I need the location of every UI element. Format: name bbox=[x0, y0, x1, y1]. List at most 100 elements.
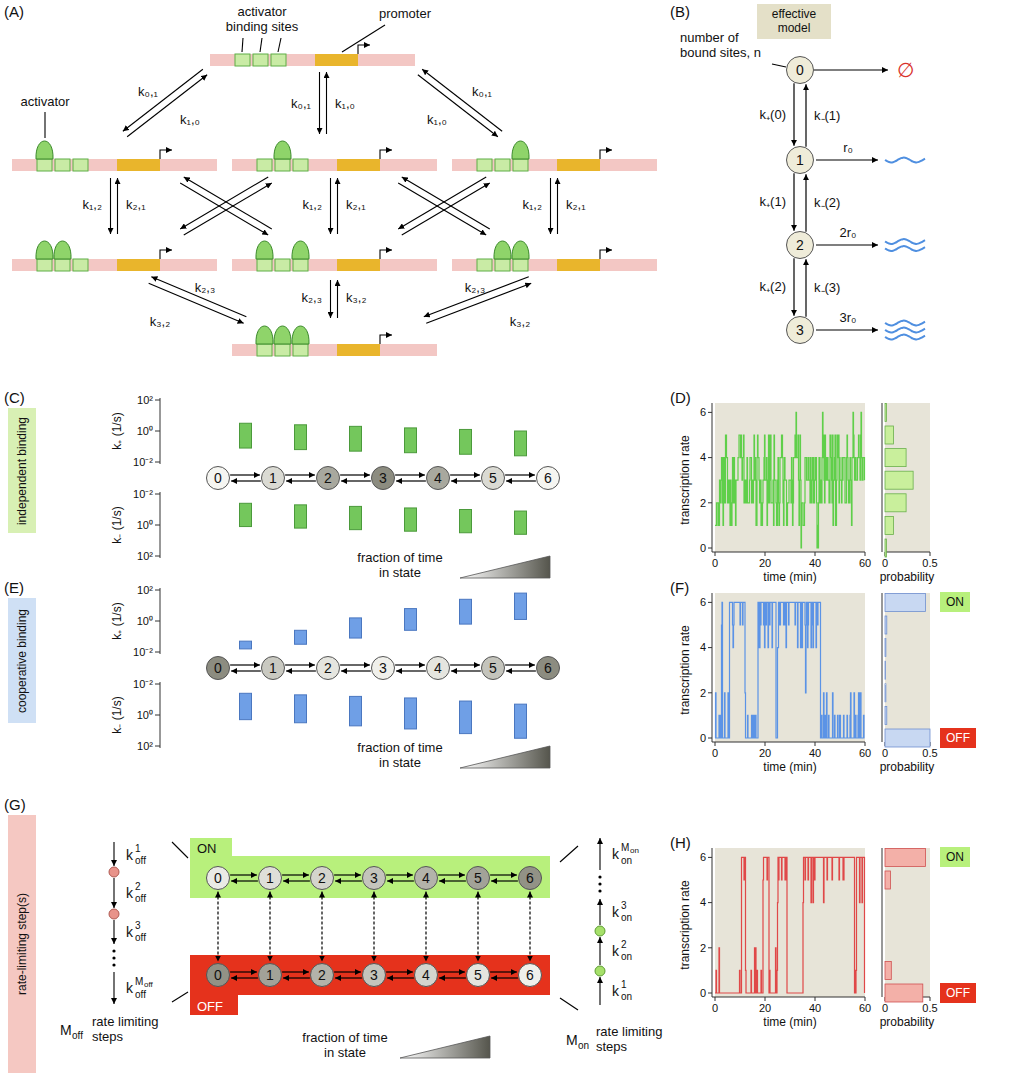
label-anchor: off bbox=[135, 855, 146, 867]
text-label: 2r₀ bbox=[840, 226, 857, 241]
text-label: k₃,₂ bbox=[510, 315, 530, 330]
rate-label: k₋(1) bbox=[814, 108, 840, 123]
label-anchor: probability bbox=[880, 761, 935, 775]
promoter bbox=[117, 159, 160, 171]
axis-tick bbox=[155, 746, 160, 747]
rate-bar bbox=[295, 505, 307, 528]
leader-line bbox=[772, 64, 786, 67]
rate-arrow bbox=[422, 69, 502, 131]
axis-tick bbox=[815, 997, 816, 1001]
rate-arrow bbox=[398, 177, 486, 229]
rate-connector bbox=[439, 880, 466, 881]
binding-site bbox=[293, 159, 308, 171]
label-anchor: 10² bbox=[137, 394, 153, 407]
label-anchor: k bbox=[612, 904, 619, 920]
text-label: on bbox=[621, 855, 632, 867]
histogram-bar bbox=[885, 984, 923, 1002]
label-anchor: 40 bbox=[809, 557, 821, 570]
text-label: 0 bbox=[712, 557, 718, 570]
label-anchor: k₂,₃ bbox=[465, 281, 485, 296]
histogram-bar bbox=[885, 593, 926, 611]
label-anchor: activator binding sites bbox=[220, 5, 304, 35]
axis-tick bbox=[155, 715, 160, 716]
binding-site bbox=[55, 159, 70, 171]
label-anchor: 6 bbox=[700, 851, 706, 864]
dna-backbone bbox=[210, 54, 415, 66]
panel-letter: (E) bbox=[4, 579, 24, 596]
time-trace-chart bbox=[708, 848, 930, 1002]
promoter-arrow bbox=[380, 250, 392, 259]
state-circle: 0 bbox=[206, 866, 230, 890]
text-label: k bbox=[126, 847, 133, 863]
transcription-trace bbox=[715, 412, 865, 548]
rate-connector bbox=[387, 977, 414, 978]
text-label: k₂,₃ bbox=[195, 281, 215, 296]
text-label: k₃,₂ bbox=[346, 291, 366, 306]
label-anchor: off bbox=[144, 980, 153, 989]
rate-arrow bbox=[151, 277, 246, 317]
label-anchor: k₋(1) bbox=[814, 108, 840, 123]
rate-arrow bbox=[550, 178, 551, 234]
rate-connector bbox=[231, 670, 261, 671]
rate-arrow bbox=[113, 972, 114, 1004]
rate-arrow bbox=[398, 183, 486, 235]
rate-arrow bbox=[180, 177, 268, 229]
label-anchor: k₋(2) bbox=[814, 196, 840, 211]
node-text: 1 bbox=[269, 660, 277, 676]
label-anchor: probability bbox=[880, 1016, 935, 1030]
dna-strand bbox=[232, 141, 437, 171]
text-label: k bbox=[612, 846, 619, 862]
histogram-bar bbox=[885, 871, 890, 889]
activator-protein bbox=[256, 326, 273, 344]
ellipsis-dot bbox=[598, 882, 601, 885]
rate-connector bbox=[230, 971, 257, 972]
label-anchor: r₀ bbox=[843, 141, 853, 156]
text-label: k bbox=[126, 924, 133, 940]
leader-line bbox=[560, 846, 578, 862]
promoter-arrow bbox=[380, 335, 392, 344]
state-circle: 6 bbox=[536, 656, 560, 680]
fraction-wedge bbox=[400, 1036, 490, 1058]
dna-strand bbox=[452, 141, 657, 171]
histogram-bar bbox=[885, 661, 886, 679]
rate-bar bbox=[515, 511, 527, 534]
label-anchor: k₋ (1/s) bbox=[111, 696, 125, 733]
binding-site bbox=[477, 159, 492, 171]
promoter bbox=[337, 344, 380, 356]
rate-connector bbox=[230, 874, 257, 875]
axis-tick bbox=[708, 548, 712, 549]
text-label: on bbox=[621, 991, 632, 1003]
text-label: fraction of time in state bbox=[355, 551, 445, 581]
text-label: 10² bbox=[137, 584, 153, 597]
text-label: time (min) bbox=[763, 1016, 816, 1030]
text-label: 2 bbox=[621, 939, 627, 951]
rate-connector bbox=[387, 880, 414, 881]
rate-connector bbox=[231, 480, 261, 481]
label-anchor: 60 bbox=[859, 747, 871, 760]
ellipsis-dot bbox=[112, 963, 115, 966]
label-anchor: rate limiting steps bbox=[92, 1015, 174, 1045]
rate-arrow bbox=[402, 183, 490, 235]
label-anchor: k₁,₀ bbox=[427, 113, 447, 128]
state-circle: 1 bbox=[258, 866, 282, 890]
label-anchor: 0 bbox=[712, 557, 718, 570]
leader-line bbox=[172, 842, 188, 858]
activator-protein bbox=[512, 241, 529, 259]
node-text: 4 bbox=[422, 967, 430, 983]
label-anchor: k₀,₁ bbox=[138, 85, 158, 100]
rate-bar bbox=[350, 696, 362, 725]
text-label: 0 bbox=[712, 1002, 718, 1015]
text-label: 1 bbox=[135, 843, 141, 855]
text-label: time (min) bbox=[763, 761, 816, 775]
node-text: 2 bbox=[796, 237, 804, 253]
dna-backbone bbox=[452, 259, 657, 271]
binding-site bbox=[257, 159, 272, 171]
mrna bbox=[885, 158, 925, 163]
text-label: off bbox=[135, 989, 146, 1001]
model-box: effective model bbox=[757, 4, 831, 39]
promoter bbox=[557, 159, 600, 171]
text-label: 60 bbox=[859, 1002, 871, 1015]
activator-protein bbox=[256, 241, 273, 259]
rate-connector bbox=[231, 880, 258, 881]
axis-tick bbox=[708, 947, 712, 948]
